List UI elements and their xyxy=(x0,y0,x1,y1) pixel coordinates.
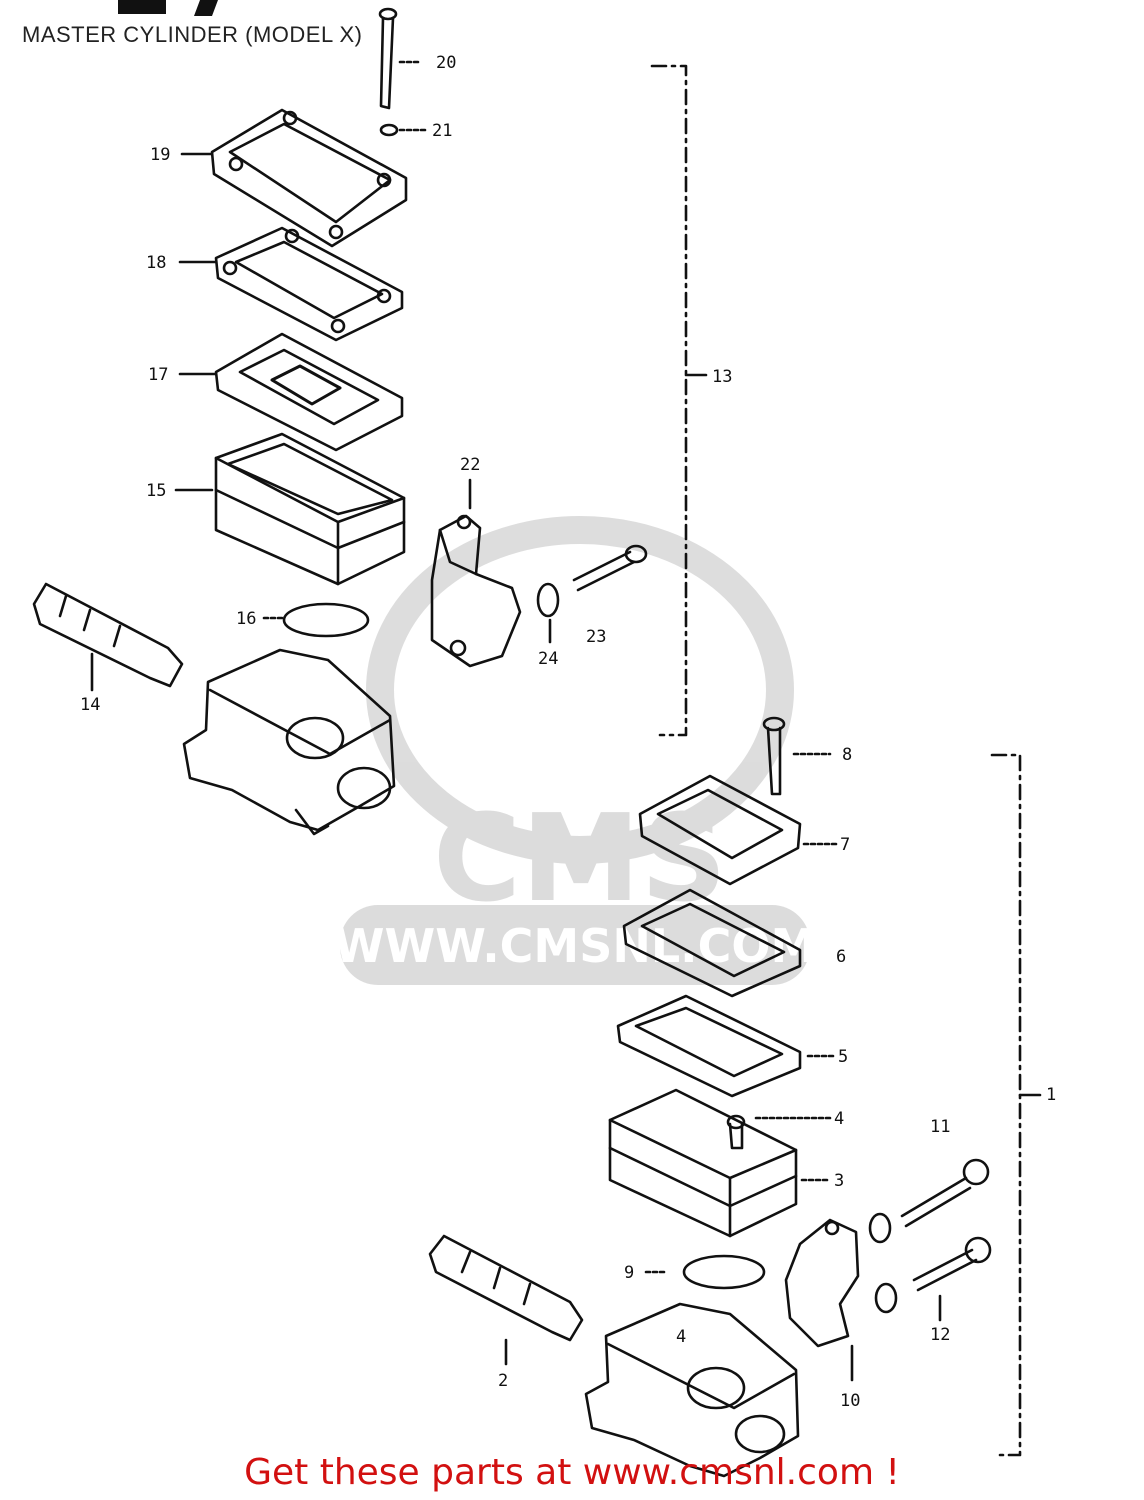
label-6: 6 xyxy=(836,947,846,967)
watermark-url: WWW.CMSNL.COM xyxy=(334,919,817,973)
label-1: 1 xyxy=(1046,1085,1056,1105)
watermark: CMS WWW.CMSNL.COM xyxy=(334,516,817,985)
label-11: 11 xyxy=(930,1117,950,1137)
part-9-oring xyxy=(644,1254,766,1290)
label-23: 23 xyxy=(586,627,606,647)
footer-link[interactable]: Get these parts at www.cmsnl.com ! xyxy=(244,1452,900,1493)
part-20-screw xyxy=(378,7,420,110)
part-8-screw xyxy=(762,716,832,796)
part-3-reservoir xyxy=(608,1088,832,1238)
callout-labels: 20 21 19 18 17 15 16 14 13 22 23 24 8 7 … xyxy=(80,53,1056,1411)
diagram-title: MASTER CYLINDER (MODEL X) xyxy=(22,22,363,47)
label-18: 18 xyxy=(146,253,166,273)
part-6-plate xyxy=(622,888,802,998)
label-14: 14 xyxy=(80,695,100,715)
label-22: 22 xyxy=(460,455,480,475)
label-24: 24 xyxy=(538,649,558,669)
part-18-plate xyxy=(178,226,404,342)
label-3: 3 xyxy=(834,1171,844,1191)
part-17-diaphragm xyxy=(178,332,404,452)
part-22-lever-bracket xyxy=(430,478,522,668)
label-4: 4 xyxy=(834,1109,844,1129)
part-7-reservoir-cap xyxy=(638,774,838,886)
part-4-insert xyxy=(726,1114,832,1150)
lower-master-cylinder-body xyxy=(584,1302,800,1478)
label-4-body: 4 xyxy=(676,1327,686,1347)
label-20: 20 xyxy=(436,53,456,73)
label-10: 10 xyxy=(840,1391,860,1411)
part-12-bolt xyxy=(874,1236,992,1322)
label-2: 2 xyxy=(498,1371,508,1391)
bracket-1 xyxy=(990,753,1042,1457)
label-12: 12 xyxy=(930,1325,950,1345)
label-5: 5 xyxy=(838,1047,848,1067)
label-21: 21 xyxy=(432,121,452,141)
label-16: 16 xyxy=(236,609,256,629)
part-19-reservoir-cap xyxy=(180,108,408,248)
label-8: 8 xyxy=(842,745,852,765)
part-23-bolt xyxy=(572,544,648,592)
label-7: 7 xyxy=(840,835,850,855)
part-2-piston xyxy=(428,1234,584,1366)
part-16-oring xyxy=(262,602,370,638)
part-14-piston xyxy=(32,582,184,692)
part-11-bolt xyxy=(868,1158,990,1244)
label-15: 15 xyxy=(146,481,166,501)
part-24-washer xyxy=(536,582,560,644)
label-13: 13 xyxy=(712,367,732,387)
upper-master-cylinder-body xyxy=(182,648,396,836)
logo-fragment xyxy=(118,0,218,16)
part-21-washer xyxy=(379,123,430,137)
label-9: 9 xyxy=(624,1263,634,1283)
part-5-diaphragm xyxy=(616,994,836,1098)
part-15-reservoir xyxy=(174,432,406,586)
bracket-13 xyxy=(650,64,708,737)
label-19: 19 xyxy=(150,145,170,165)
part-10-lever-bracket xyxy=(784,1218,860,1382)
label-17: 17 xyxy=(148,365,168,385)
